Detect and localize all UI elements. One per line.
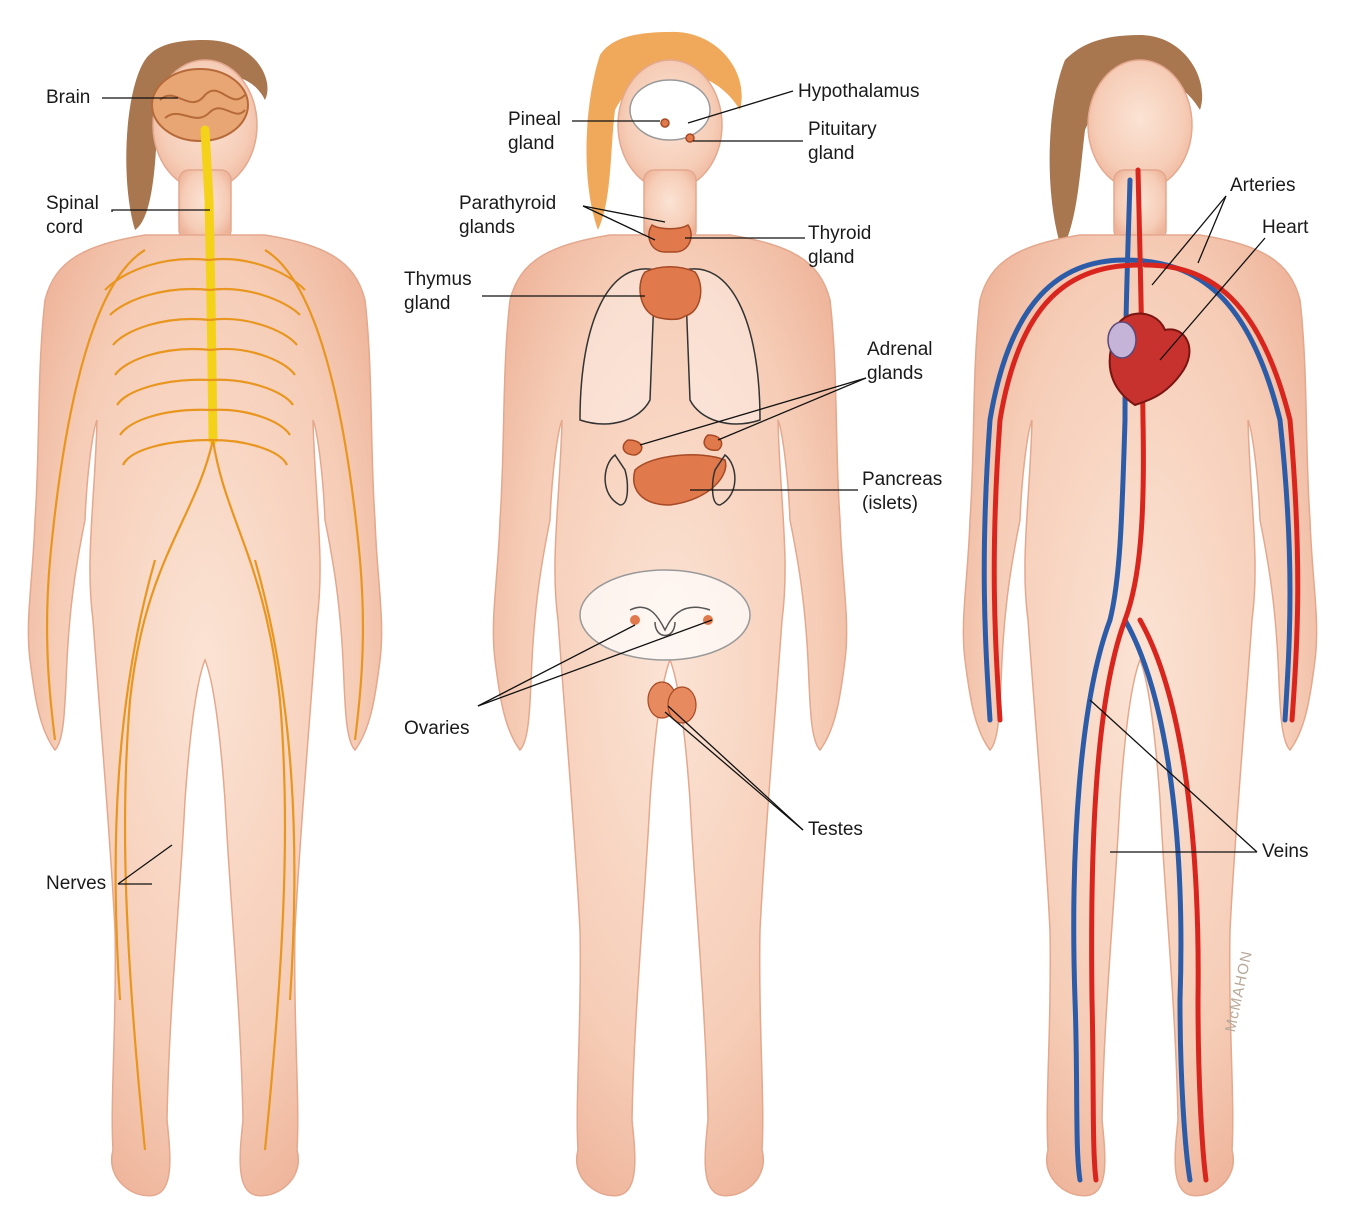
label-adrenal-line2: glands (867, 362, 933, 386)
label-thyroid-gland: Thyroid gland (808, 222, 871, 270)
label-parathyroid-line2: glands (459, 216, 556, 240)
label-parathyroid-glands: Parathyroid glands (459, 192, 556, 240)
label-hypothalamus: Hypothalamus (798, 80, 919, 104)
label-pineal-gland: Pineal gland (508, 108, 561, 156)
label-brain: Brain (46, 86, 90, 110)
ovaries-inset (580, 570, 750, 660)
label-veins: Veins (1262, 840, 1308, 864)
label-spinal-cord-line2: cord (46, 216, 99, 240)
label-pancreas: Pancreas (islets) (862, 468, 942, 516)
label-thyroid-line2: gland (808, 246, 871, 270)
circulatory-system-figure (963, 35, 1316, 1196)
label-pancreas-line2: (islets) (862, 492, 942, 516)
label-testes: Testes (808, 818, 863, 842)
brain-outline (630, 80, 710, 140)
label-heart: Heart (1262, 216, 1308, 240)
label-thymus-line1: Thymus (404, 268, 472, 292)
label-adrenal-glands: Adrenal glands (867, 338, 933, 386)
label-nerves: Nerves (46, 872, 106, 896)
label-parathyroid-line1: Parathyroid (459, 192, 556, 216)
label-adrenal-line1: Adrenal (867, 338, 933, 362)
label-ovaries: Ovaries (404, 717, 469, 741)
label-pancreas-line1: Pancreas (862, 468, 942, 492)
label-arteries: Arteries (1230, 174, 1295, 198)
brain-organ (152, 69, 248, 141)
label-pituitary-gland: Pituitary gland (808, 118, 877, 166)
label-pineal-line1: Pineal (508, 108, 561, 132)
label-thymus-line2: gland (404, 292, 472, 316)
label-thyroid-line1: Thyroid (808, 222, 871, 246)
label-pituitary-line1: Pituitary (808, 118, 877, 142)
label-spinal-cord: Spinal cord (46, 192, 99, 240)
label-pituitary-line2: gland (808, 142, 877, 166)
label-pineal-line2: gland (508, 132, 561, 156)
label-spinal-cord-line1: Spinal (46, 192, 99, 216)
label-thymus-gland: Thymus gland (404, 268, 472, 316)
